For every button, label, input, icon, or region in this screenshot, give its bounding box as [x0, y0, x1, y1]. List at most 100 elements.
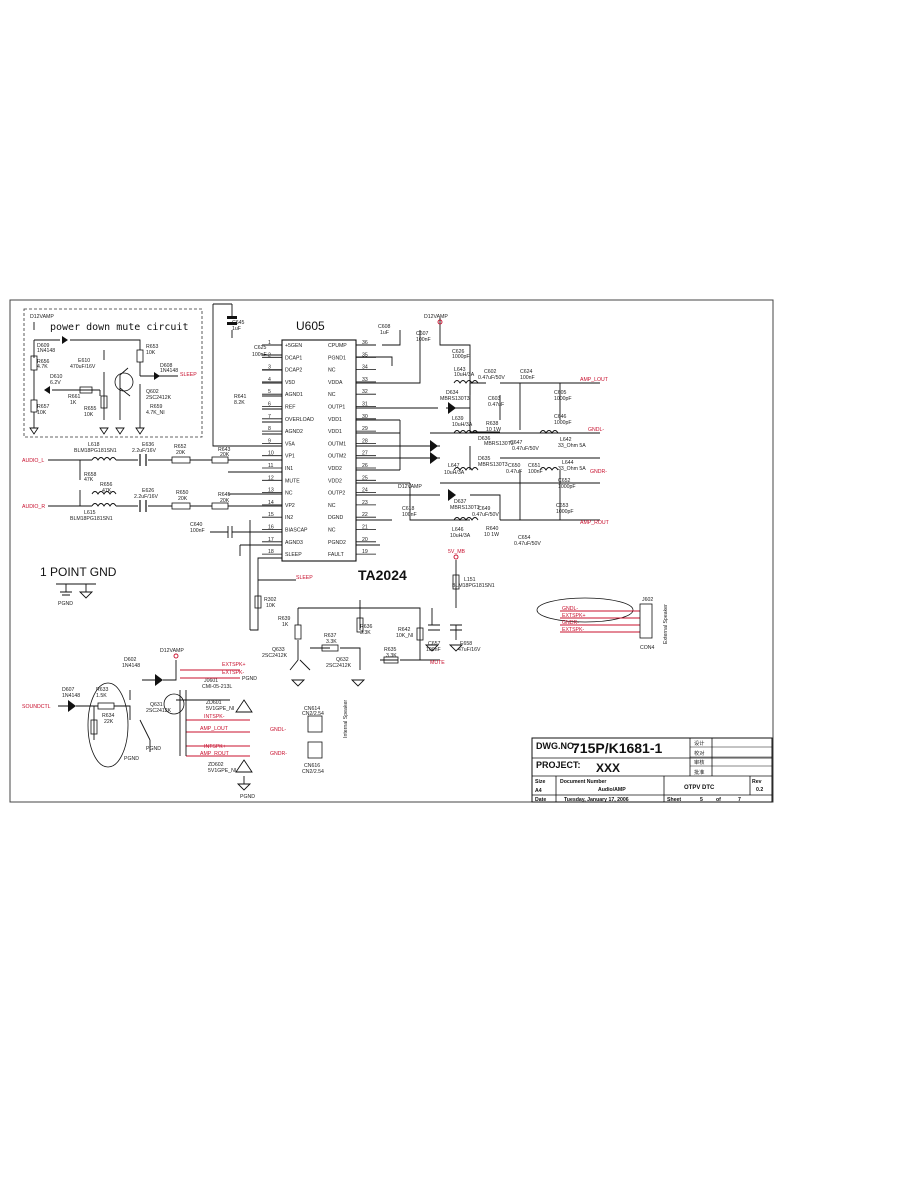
part-ref: R656 — [100, 482, 113, 488]
pgnd-label-3: PGND — [240, 794, 255, 800]
external-speaker-label: External Speaker — [663, 604, 669, 644]
part-value: 100nF — [190, 528, 205, 534]
part-value: CN2/2.54 — [302, 769, 324, 775]
dwg-no-label: DWG.NO: — [536, 741, 577, 751]
part-value: 10K — [266, 603, 276, 609]
part-ref: L647 — [448, 463, 460, 469]
part-value: 6.2V — [50, 380, 61, 386]
part-value: 5V1GPE_NI — [206, 706, 234, 712]
part-ref: R661 — [68, 394, 81, 400]
sleep-net-label-2: SLEEP — [296, 575, 313, 581]
mute-net-label: MUTE — [430, 660, 445, 666]
ic-ref: U605 — [296, 319, 325, 333]
ic-pin-number: 11 — [268, 463, 273, 469]
part-ref: L642 — [560, 437, 572, 443]
part-value: 0.47uF/50V — [472, 512, 499, 518]
part-ref: R653 — [146, 344, 159, 350]
ic-pin-number: 25 — [362, 475, 368, 481]
ic-pin-number: 32 — [362, 389, 368, 395]
part-value: BLM18PG181SN1 — [70, 516, 113, 522]
part-ref: R652 — [174, 444, 187, 450]
ic-pin-name: REF — [285, 405, 295, 411]
part-ref: C645 — [232, 320, 245, 326]
gndl-net: GNDL- — [588, 427, 604, 433]
part-value: 4.7K — [37, 364, 48, 370]
ic-pin-number: 29 — [362, 426, 368, 432]
ic-pin-name: PGND2 — [328, 540, 346, 546]
ic-pin-name: IN1 — [285, 466, 293, 472]
ic-pin-number: 35 — [362, 352, 368, 358]
ic-pin-name: OUTP2 — [328, 491, 345, 497]
ic-pin-number: 15 — [268, 512, 274, 518]
part-ref: C625 — [254, 345, 267, 351]
part-ref: C626 — [452, 349, 465, 355]
size-label: Size — [535, 779, 545, 785]
external-speaker-connector: GNDL- EXTSPK+ GNDR- EXTSPK- J602 CON4 Ex… — [536, 597, 669, 651]
part-ref: C618 — [402, 506, 415, 512]
part-ref: C607 — [416, 331, 429, 337]
ic-pin-number: 1 — [268, 340, 271, 346]
part-ref: D635 — [478, 456, 491, 462]
part-ref: L618 — [88, 442, 100, 448]
ic-pin-name: DCAP2 — [285, 368, 302, 374]
part-value: CON4 — [640, 645, 655, 651]
ic-pin-name: V5A — [285, 441, 295, 447]
part-value: BLM18PG181SN1 — [74, 448, 117, 454]
gndl-net-2: GNDL- — [270, 727, 286, 733]
part-ref: C652 — [558, 478, 571, 484]
part-ref: D636 — [478, 436, 491, 442]
gndr-net: GNDR- — [590, 469, 607, 475]
ic-pin-name: VP2 — [285, 503, 295, 509]
part-ref: Q631 — [150, 702, 163, 708]
d12vamp-label-bottom: D12VAMP — [160, 648, 184, 654]
size-value: A4 — [535, 788, 542, 794]
part-ref: C624 — [520, 369, 533, 375]
part-ref: ZD601 — [206, 700, 222, 706]
part-ref: C603 — [488, 396, 501, 402]
part-value: 100nF — [416, 337, 431, 343]
part-ref: R650 — [176, 490, 189, 496]
part-value: MBRS130T3 — [478, 462, 508, 468]
part-value: CMI-05-213L — [202, 684, 232, 690]
sheet-border — [9, 299, 774, 803]
part-ref: C602 — [484, 369, 497, 375]
ic-pin-number: 24 — [362, 488, 368, 494]
part-ref: L615 — [84, 510, 96, 516]
ic-pin-number: 17 — [268, 537, 274, 543]
audio-l-net: AUDIO_L — [22, 458, 44, 464]
ic-pin-number: 20 — [362, 537, 368, 543]
ic-pin-number: 6 — [268, 402, 271, 408]
project-label: PROJECT: — [536, 760, 581, 770]
ic-pin-number: 3 — [268, 365, 271, 371]
part-value: 5V1GPE_NI — [208, 768, 236, 774]
part-ref: E626 — [142, 488, 154, 494]
ic-pin-name: DCAP1 — [285, 355, 302, 361]
part-ref: R636 — [360, 624, 373, 630]
ic-pin-name: NC — [328, 392, 336, 398]
part-ref: R659 — [150, 404, 163, 410]
part-ref: R302 — [264, 597, 277, 603]
company-value: OTPV DTC — [684, 785, 715, 791]
part-ref: C640 — [190, 522, 203, 528]
extspk-plus-net: EXTSPK+ — [222, 662, 246, 668]
signoff-approve: 批准 — [694, 768, 704, 776]
part-ref: R634 — [102, 713, 115, 719]
amp-lout-net: AMP_LOUT — [580, 377, 609, 383]
part-ref: C650 — [508, 463, 521, 469]
part-ref: D608 — [160, 363, 173, 369]
intspk-minus-net: INTSPK- — [204, 714, 225, 720]
ic-pin-number: 18 — [268, 549, 274, 555]
part-value: 0.47uF/50V — [514, 541, 541, 547]
one-point-gnd-label: 1 POINT GND — [40, 565, 117, 579]
internal-speaker-label: Internal Speaker — [343, 700, 349, 738]
ic-pin-name: OUTM1 — [328, 441, 346, 447]
ic-pin-name: NC — [328, 503, 336, 509]
ic-pin-name: OVERLOAD — [285, 417, 314, 423]
d12vamp-label-top: D12VAMP — [424, 314, 448, 320]
one-point-gnd: 1 POINT GND PGND — [40, 565, 117, 607]
part-value: BLM18PG181SN1 — [452, 583, 495, 589]
ic-pin-number: 19 — [362, 549, 368, 555]
ic-pin-name: IN2 — [285, 515, 293, 521]
part-ref: R633 — [96, 687, 109, 693]
